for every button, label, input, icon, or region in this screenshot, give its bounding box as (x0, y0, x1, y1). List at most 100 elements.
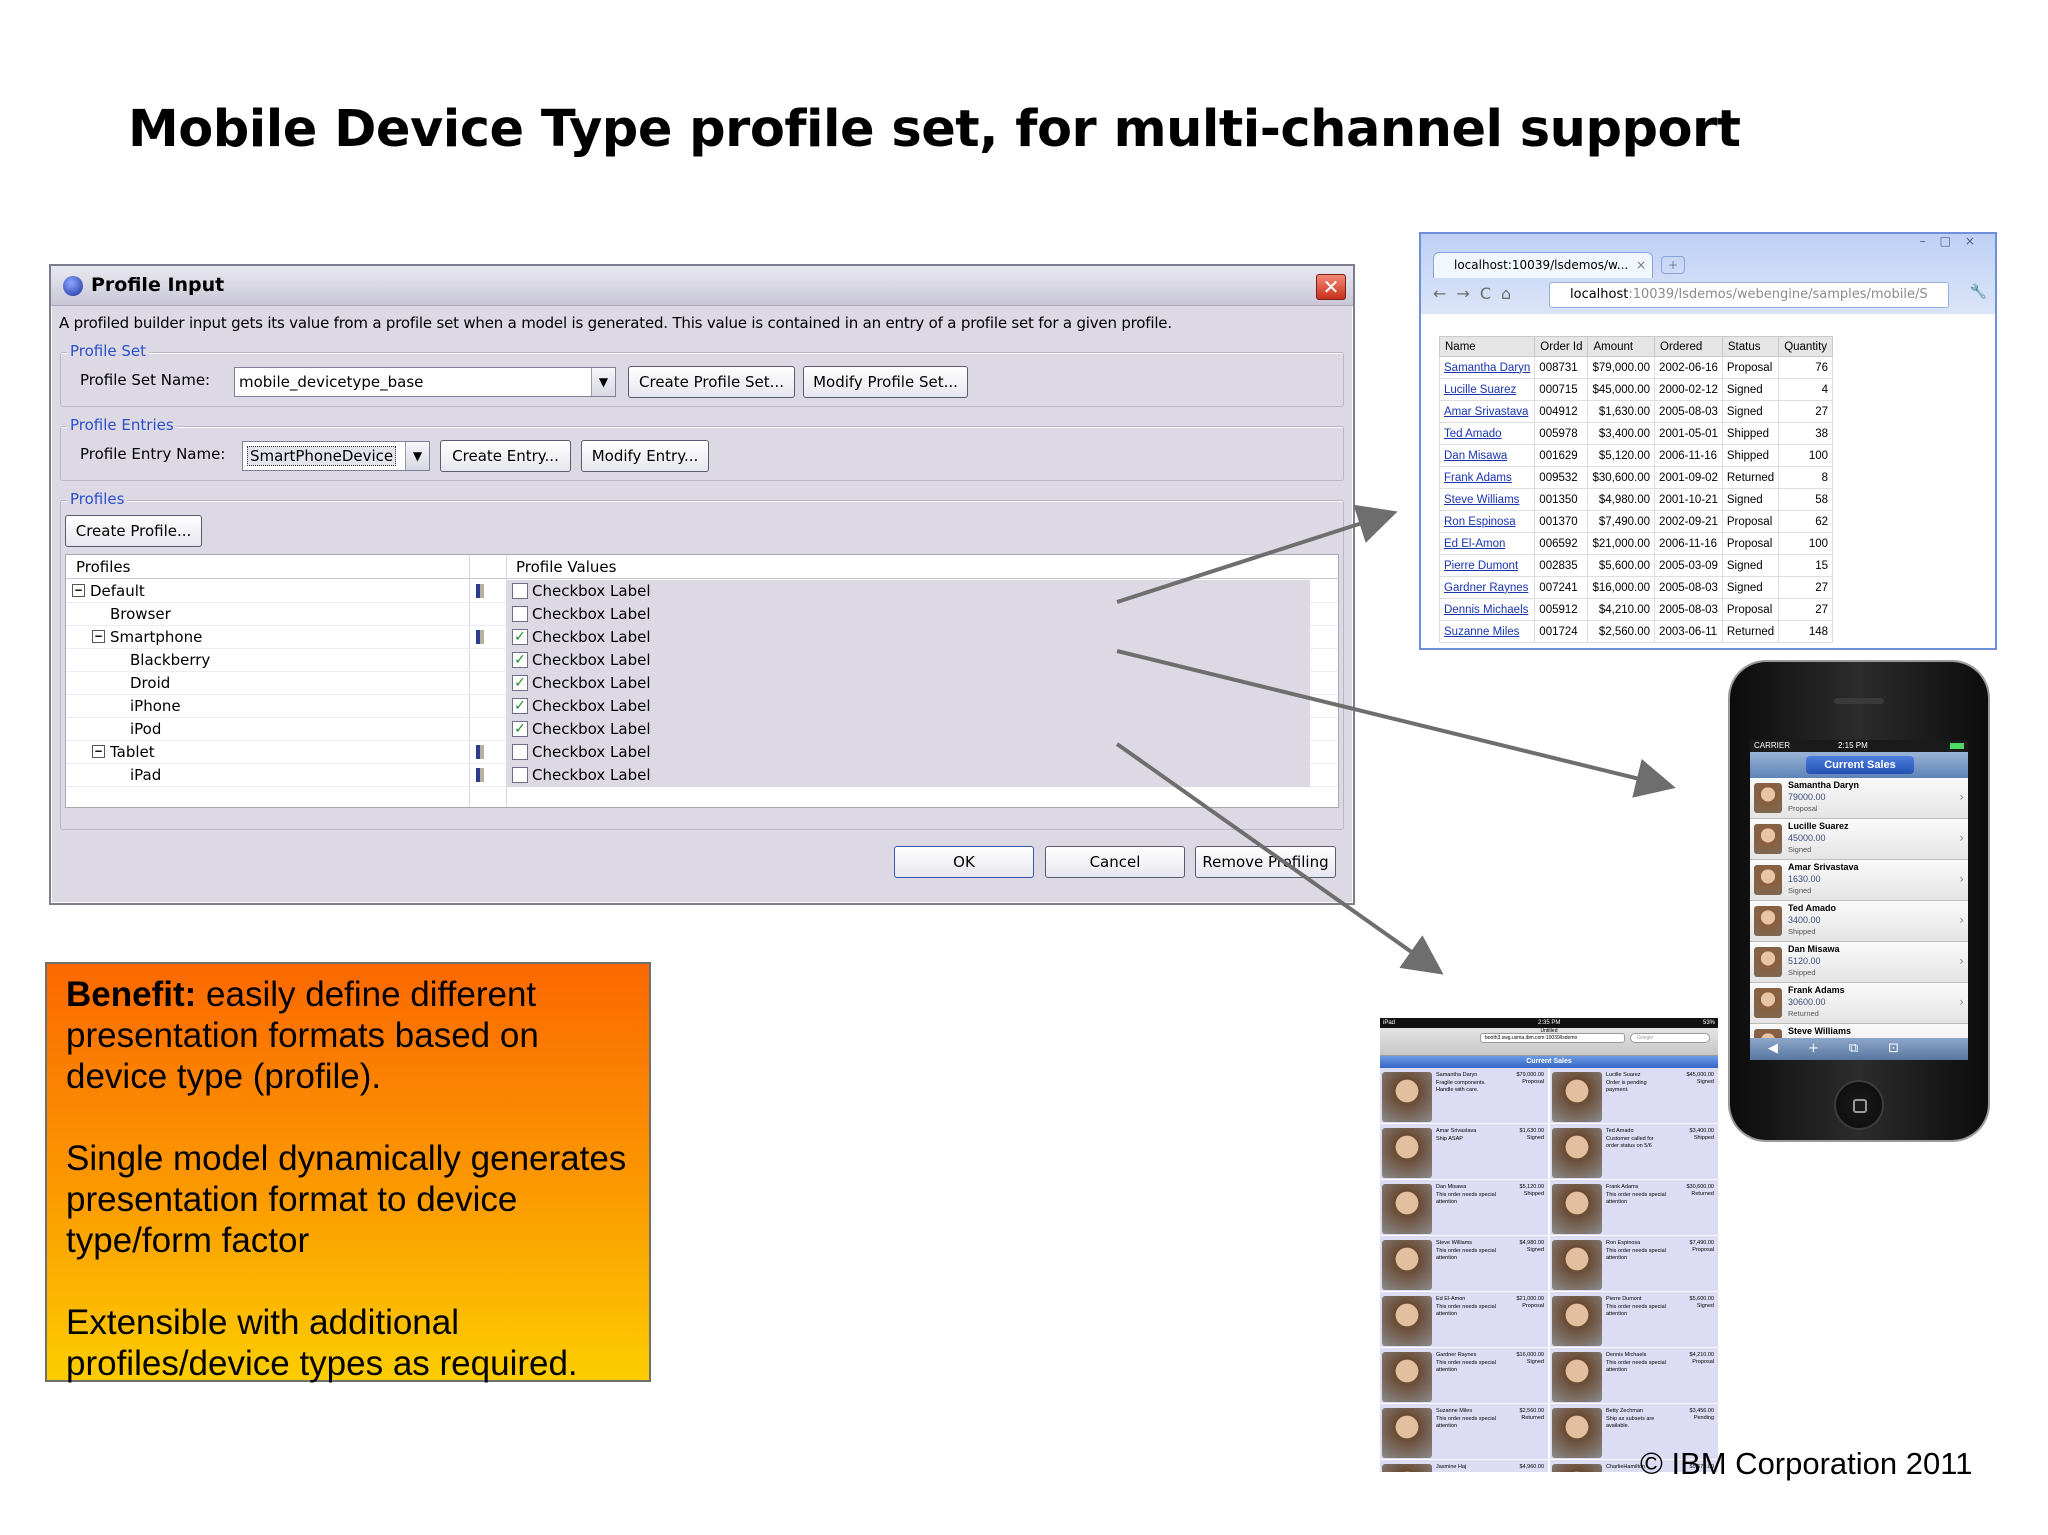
table-row[interactable]: iPhone✓Checkbox Label (66, 695, 1338, 718)
checkbox[interactable]: ✓ (512, 675, 528, 691)
checkbox[interactable]: ✓ (512, 652, 528, 668)
profile-name: iPhone (130, 697, 181, 715)
order-amount: 79000.00 (1788, 792, 1826, 802)
table-row[interactable]: −Smartphone✓Checkbox Label (66, 626, 1338, 649)
list-item[interactable]: Jasmine Haj$4,960.00 (1380, 1460, 1548, 1472)
customer-link[interactable]: Lucille Suarez (1438, 378, 1536, 401)
chevron-down-icon[interactable]: ▼ (405, 442, 429, 470)
table-cell: Signed (1721, 400, 1780, 423)
iphone-device: CARRIER 2:15 PM Current Sales Samantha D… (1730, 662, 1988, 1140)
create-entry-button[interactable]: Create Entry... (440, 440, 571, 472)
column-header[interactable]: Order Id (1534, 336, 1589, 357)
column-header[interactable]: Status (1721, 336, 1780, 357)
tree-toggle-icon[interactable]: − (92, 745, 105, 758)
table-cell: 002835 (1534, 554, 1589, 577)
table-row[interactable]: Blackberry✓Checkbox Label (66, 649, 1338, 672)
column-header[interactable]: Ordered (1654, 336, 1723, 357)
table-row[interactable]: iPod✓Checkbox Label (66, 718, 1338, 741)
list-item[interactable]: CharlieHamilton$5,670.00 (1550, 1460, 1718, 1472)
cancel-button[interactable]: Cancel (1045, 846, 1185, 878)
customer-link[interactable]: Dan Misawa (1438, 444, 1536, 467)
tree-toggle-icon[interactable]: − (72, 584, 85, 597)
customer-link[interactable]: Frank Adams (1438, 466, 1536, 489)
checkbox[interactable] (512, 606, 528, 622)
checkbox[interactable] (512, 744, 528, 760)
window-controls[interactable]: –□× (1919, 234, 1989, 248)
profile-set-name-select[interactable]: mobile_devicetype_base ▼ (234, 367, 616, 397)
profile-value-cell: Checkbox Label (506, 764, 1310, 787)
new-tab-button[interactable]: + (1661, 256, 1685, 274)
customer-link[interactable]: Ed El-Amon (1438, 532, 1536, 555)
column-header[interactable]: Name (1438, 336, 1536, 357)
address-bar[interactable]: localhost:10039/lsdemos/webengine/sample… (1549, 282, 1949, 308)
ipad-search-field[interactable]: Google (1630, 1033, 1710, 1043)
table-row[interactable]: Droid✓Checkbox Label (66, 672, 1338, 695)
customer-link[interactable]: Suzanne Miles (1438, 620, 1536, 643)
tree-toggle-icon[interactable]: − (92, 630, 105, 643)
browser-tab[interactable]: localhost:10039/lsdemos/w... × (1433, 252, 1653, 278)
checkbox[interactable]: ✓ (512, 629, 528, 645)
ok-button[interactable]: OK (894, 846, 1034, 878)
profile-entry-name-select[interactable]: SmartPhoneDevice ▼ (242, 441, 430, 471)
order-amount: 3400.00 (1788, 915, 1821, 925)
checkbox[interactable] (512, 767, 528, 783)
checkbox[interactable]: ✓ (512, 698, 528, 714)
modify-profile-set-button[interactable]: Modify Profile Set... (803, 366, 968, 398)
navigation-icons[interactable]: ←→C⌂ (1433, 284, 1522, 303)
column-header-profile-values[interactable]: Profile Values (516, 558, 617, 576)
table-cell: 58 (1778, 488, 1834, 511)
column-header-profiles[interactable]: Profiles (76, 558, 131, 576)
create-profile-button[interactable]: Create Profile... (65, 515, 202, 547)
customer-link[interactable]: Pierre Dumont (1438, 554, 1536, 577)
column-header[interactable]: Quantity (1778, 336, 1834, 357)
home-button[interactable] (1834, 1080, 1884, 1130)
browser-window: –□× localhost:10039/lsdemos/w... × + ←→C… (1419, 232, 1997, 650)
table-cell: 27 (1778, 598, 1834, 621)
chevron-down-icon[interactable]: ▼ (591, 368, 615, 396)
create-profile-set-button[interactable]: Create Profile Set... (628, 366, 795, 398)
customer-link[interactable]: Amar Srivastava (1438, 400, 1536, 423)
modify-entry-button[interactable]: Modify Entry... (581, 440, 709, 472)
close-button[interactable]: ✕ (1316, 274, 1346, 300)
order-note: Customer called for order status on 5/6 (1606, 1136, 1654, 1149)
avatar (1552, 1184, 1602, 1234)
customer-name: Ted Amado (1606, 1128, 1634, 1134)
ipad-address-bar[interactable]: booth3.swg.usma.ibm.com:10039/lsdemo (1480, 1033, 1625, 1043)
profile-marker-icon (476, 768, 484, 782)
wrench-icon[interactable]: 🔧 (1969, 284, 1987, 300)
customer-link[interactable]: Ron Espinosa (1438, 510, 1536, 533)
iphone-toolbar[interactable]: ◀+⧉⊡ (1750, 1038, 1968, 1060)
customer-link[interactable]: Samantha Daryn (1438, 356, 1536, 379)
tab-close-icon[interactable]: × (1635, 258, 1646, 272)
table-cell: Signed (1721, 378, 1780, 401)
checkbox[interactable] (512, 583, 528, 599)
checkbox[interactable]: ✓ (512, 721, 528, 737)
